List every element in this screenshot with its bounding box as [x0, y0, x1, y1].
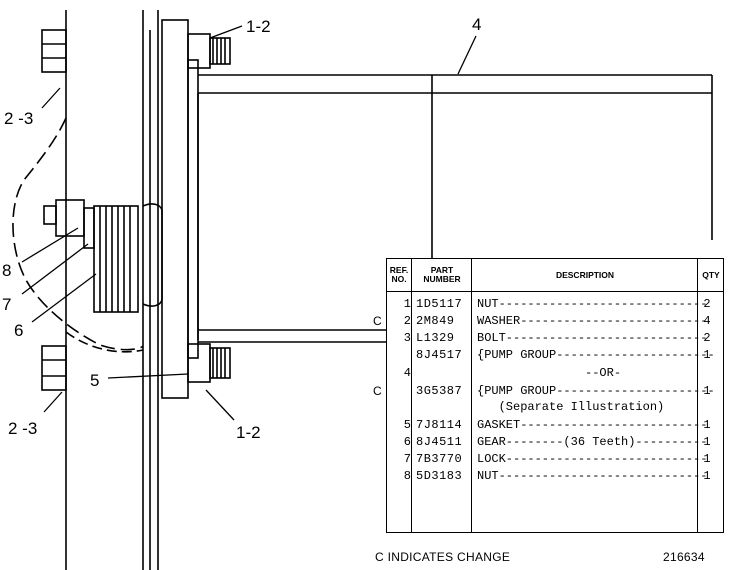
part-number-cell: 7B3770 [416, 452, 463, 466]
description-cell: GEAR--------(36 Teeth)---------- [477, 435, 708, 449]
change-mark: C [373, 314, 382, 328]
header-ref-no: REF. NO. [389, 265, 409, 284]
table-header: REF. NO. PART NUMBER DESCRIPTION QTY [387, 259, 723, 292]
description-cell: BOLT---------------------------- [477, 331, 708, 345]
description-cell: {PUMP GROUP---------------------- [477, 384, 715, 398]
description-cell: GASKET-------------------------- [477, 418, 708, 432]
table-row: 5 7J8114 GASKET--------------------------1 [387, 417, 723, 433]
callout-6: 6 [14, 321, 24, 340]
table-row: C 3G5387 {PUMP GROUP----------------------… [373, 383, 723, 399]
header-qty: QTY [702, 269, 720, 280]
shaft-end [43, 205, 57, 225]
table-row: 8 5D3183 NUT-----------------------------1 [387, 468, 723, 484]
nut-bottom [187, 343, 211, 383]
part-number-cell: 1D5117 [416, 297, 463, 311]
table-row: (Separate Illustration) [387, 399, 723, 415]
callout-5: 5 [90, 371, 100, 390]
description-cell: (Separate Illustration) [477, 400, 665, 414]
qty-cell: 1 [703, 348, 711, 362]
qty-cell: 1 [703, 435, 711, 449]
qty-cell: 1 [703, 384, 711, 398]
gasket [187, 59, 199, 359]
qty-cell: 1 [703, 418, 711, 432]
description-cell: --OR- [477, 366, 622, 380]
part-number-cell: 8J4511 [416, 435, 463, 449]
ref-no-cell: 4 [403, 366, 411, 380]
ref-no-cell: 8 [403, 469, 411, 483]
nut-top [187, 33, 211, 69]
table-row: 4 --OR- [387, 365, 723, 381]
part-number-cell: 8J4517 [416, 348, 463, 362]
description-cell: {PUMP GROUP---------------------- [477, 348, 715, 362]
header-part-number: PART NUMBER [423, 265, 461, 284]
callout-4: 4 [472, 15, 482, 34]
description-cell: WASHER-------------------------- [477, 314, 708, 328]
callout-2-3-top: 2 -3 [4, 109, 34, 128]
part-number-cell: 3G5387 [416, 384, 463, 398]
drive-gear [93, 205, 139, 313]
header-description: DESCRIPTION [555, 269, 615, 280]
callout-8: 8 [2, 261, 12, 280]
change-note: C INDICATES CHANGE [375, 550, 511, 564]
change-mark: C [373, 384, 382, 398]
table-row: 8J4517 {PUMP GROUP----------------------1 [387, 347, 723, 363]
callout-2-3-bottom: 2 -3 [8, 419, 38, 438]
ref-no-cell: 7 [403, 452, 411, 466]
ref-no-cell: 5 [403, 418, 411, 432]
callout-1-2-top: 1-2 [246, 17, 271, 36]
column-divider [697, 259, 698, 532]
table-row: 3 L1329 BOLT----------------------------2 [387, 330, 723, 346]
qty-cell: 1 [703, 452, 711, 466]
qty-cell: 2 [703, 331, 711, 345]
qty-cell: 2 [703, 297, 711, 311]
drawing-number: 216634 [663, 550, 705, 564]
column-divider [471, 259, 472, 532]
description-cell: NUT----------------------------- [477, 469, 708, 483]
bolt-head-bottom [41, 345, 67, 391]
table-row: C 2 2M849 WASHER--------------------------4 [373, 313, 723, 329]
qty-cell: 4 [703, 314, 711, 328]
table-row: 6 8J4511 GEAR--------(36 Teeth)----------1 [387, 434, 723, 450]
table-row: 1 1D5117 NUT-----------------------------2 [387, 296, 723, 312]
part-number-cell: 5D3183 [416, 469, 463, 483]
qty-cell: 1 [703, 469, 711, 483]
ref-no-cell: 1 [403, 297, 411, 311]
column-divider [411, 259, 412, 532]
part-number-cell: L1329 [416, 331, 455, 345]
table-row: 7 7B3770 LOCK----------------------------1 [387, 451, 723, 467]
callout-1-2-bottom: 1-2 [236, 423, 261, 442]
ref-no-cell: 6 [403, 435, 411, 449]
lock-washer [83, 207, 95, 249]
mounting-flange [161, 19, 189, 399]
ref-no-cell: 2 [403, 314, 411, 328]
part-number-cell: 7J8114 [416, 418, 463, 432]
part-number-cell: 2M849 [416, 314, 455, 328]
description-cell: LOCK---------------------------- [477, 452, 708, 466]
description-cell: NUT----------------------------- [477, 297, 708, 311]
callout-7: 7 [2, 295, 12, 314]
shaft-nut [55, 199, 85, 237]
ref-no-cell: 3 [403, 331, 411, 345]
bolt-head-top [41, 29, 67, 73]
